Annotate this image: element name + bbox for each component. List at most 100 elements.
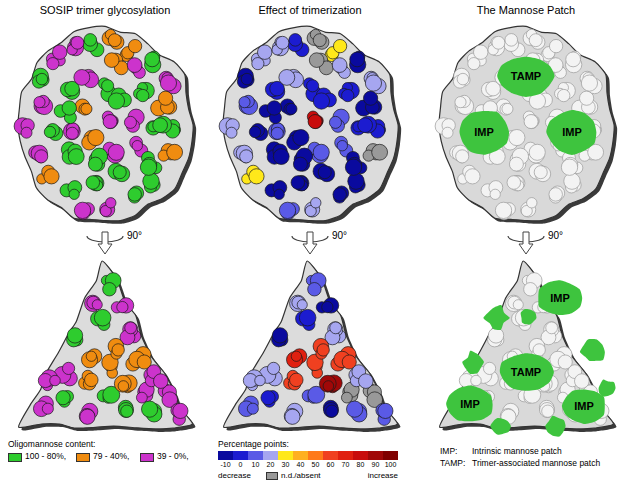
glycan-cluster <box>44 124 62 141</box>
glycan-cluster <box>249 124 267 141</box>
glycan <box>125 322 137 334</box>
glycan <box>261 391 275 405</box>
glycan <box>319 375 336 392</box>
glycan <box>473 45 487 59</box>
glycan <box>322 301 333 312</box>
glycan <box>56 391 70 405</box>
glycan-cluster <box>307 111 323 129</box>
glycan <box>297 300 307 310</box>
glycan <box>293 157 307 171</box>
glycan <box>313 93 329 109</box>
glycan-cluster <box>549 186 565 203</box>
legend-swatch <box>233 451 248 460</box>
glycan <box>119 403 134 418</box>
legend-swatch <box>368 451 383 460</box>
glycan <box>50 375 61 386</box>
legend-swatch <box>338 451 353 460</box>
glycan-cluster <box>266 142 289 165</box>
glycan <box>333 188 347 202</box>
glycan-cluster <box>504 34 525 57</box>
glycan <box>257 45 271 59</box>
mannose-patch-region: IMP <box>455 107 513 157</box>
glycan-cluster <box>316 298 338 313</box>
rotation-label: 90° <box>127 230 142 242</box>
glycan <box>299 309 316 326</box>
legend-swatch <box>266 472 278 480</box>
protein-surface <box>439 26 614 220</box>
glycan-cluster <box>143 173 160 193</box>
legend-swatch <box>218 451 233 460</box>
glycan <box>455 97 466 108</box>
patch-label: TAMP <box>511 70 541 83</box>
glycan <box>113 166 126 179</box>
glycan-cluster <box>488 36 505 55</box>
glycan <box>495 202 511 218</box>
glycan <box>342 89 354 101</box>
glycan-cluster <box>488 328 504 347</box>
glycan <box>509 157 523 171</box>
glycan-cluster <box>363 144 388 162</box>
glycan <box>124 116 136 128</box>
glycan <box>81 352 97 368</box>
down-arrow <box>98 232 112 254</box>
glycan <box>173 403 188 418</box>
glycan-cluster <box>100 198 116 217</box>
glycan <box>492 36 505 49</box>
glycan-cluster <box>108 338 124 359</box>
glycan-cluster <box>141 401 161 422</box>
scale-end-label: increase <box>368 471 398 480</box>
glycan-cluster <box>81 349 101 368</box>
legend-title: Oligomannose content: <box>8 440 95 450</box>
glycan <box>240 150 253 163</box>
glycan <box>323 381 334 392</box>
glycan <box>507 176 521 190</box>
glycan <box>249 169 264 184</box>
glycan-cluster <box>140 151 162 175</box>
scale-tick-label: 0 <box>239 461 243 469</box>
glycan <box>313 144 329 160</box>
glycan <box>542 405 554 417</box>
glycan-cluster <box>127 58 145 79</box>
glycan <box>286 352 302 368</box>
glycan <box>279 69 295 85</box>
glycan <box>86 176 100 190</box>
glycan <box>88 129 104 145</box>
glycan <box>103 283 116 296</box>
legend-text: Intrinsic mannose patch <box>472 447 562 457</box>
glycan-cluster <box>146 116 172 135</box>
glycan <box>513 300 523 310</box>
glycan-cluster <box>458 165 480 184</box>
glycan-cluster <box>101 273 121 296</box>
glycan-cluster <box>85 295 103 311</box>
glycan <box>313 34 326 47</box>
glycan <box>141 401 157 417</box>
glycan <box>239 97 250 108</box>
glycan-cluster <box>234 145 253 163</box>
glycan-cluster <box>34 95 53 114</box>
glycan-cluster <box>284 370 303 390</box>
glycan-cluster <box>75 99 92 115</box>
scale-tick-label: -10 <box>220 461 230 469</box>
glycan <box>274 189 284 199</box>
glycan-cluster <box>268 123 285 140</box>
glycan <box>68 149 84 165</box>
glycan <box>332 58 347 73</box>
glycan-cluster <box>290 295 308 311</box>
glycan-cluster <box>329 109 349 132</box>
rotation-label: 90° <box>332 230 347 242</box>
glycan <box>293 129 309 145</box>
trimer-surface <box>14 26 196 223</box>
glycan-cluster <box>541 322 562 345</box>
glycan <box>465 169 480 184</box>
glycan-cluster <box>120 322 141 345</box>
glycan-cluster <box>356 91 382 116</box>
glycan <box>285 409 300 424</box>
glycan <box>540 403 555 418</box>
legend-swatch <box>76 453 90 462</box>
patch-fill <box>562 390 605 424</box>
glycan <box>272 328 287 343</box>
patch-label: IMP <box>574 400 594 413</box>
glycan-cluster <box>349 365 373 389</box>
scale-tick-label: 80 <box>357 461 365 469</box>
glycan-cluster <box>79 370 98 390</box>
